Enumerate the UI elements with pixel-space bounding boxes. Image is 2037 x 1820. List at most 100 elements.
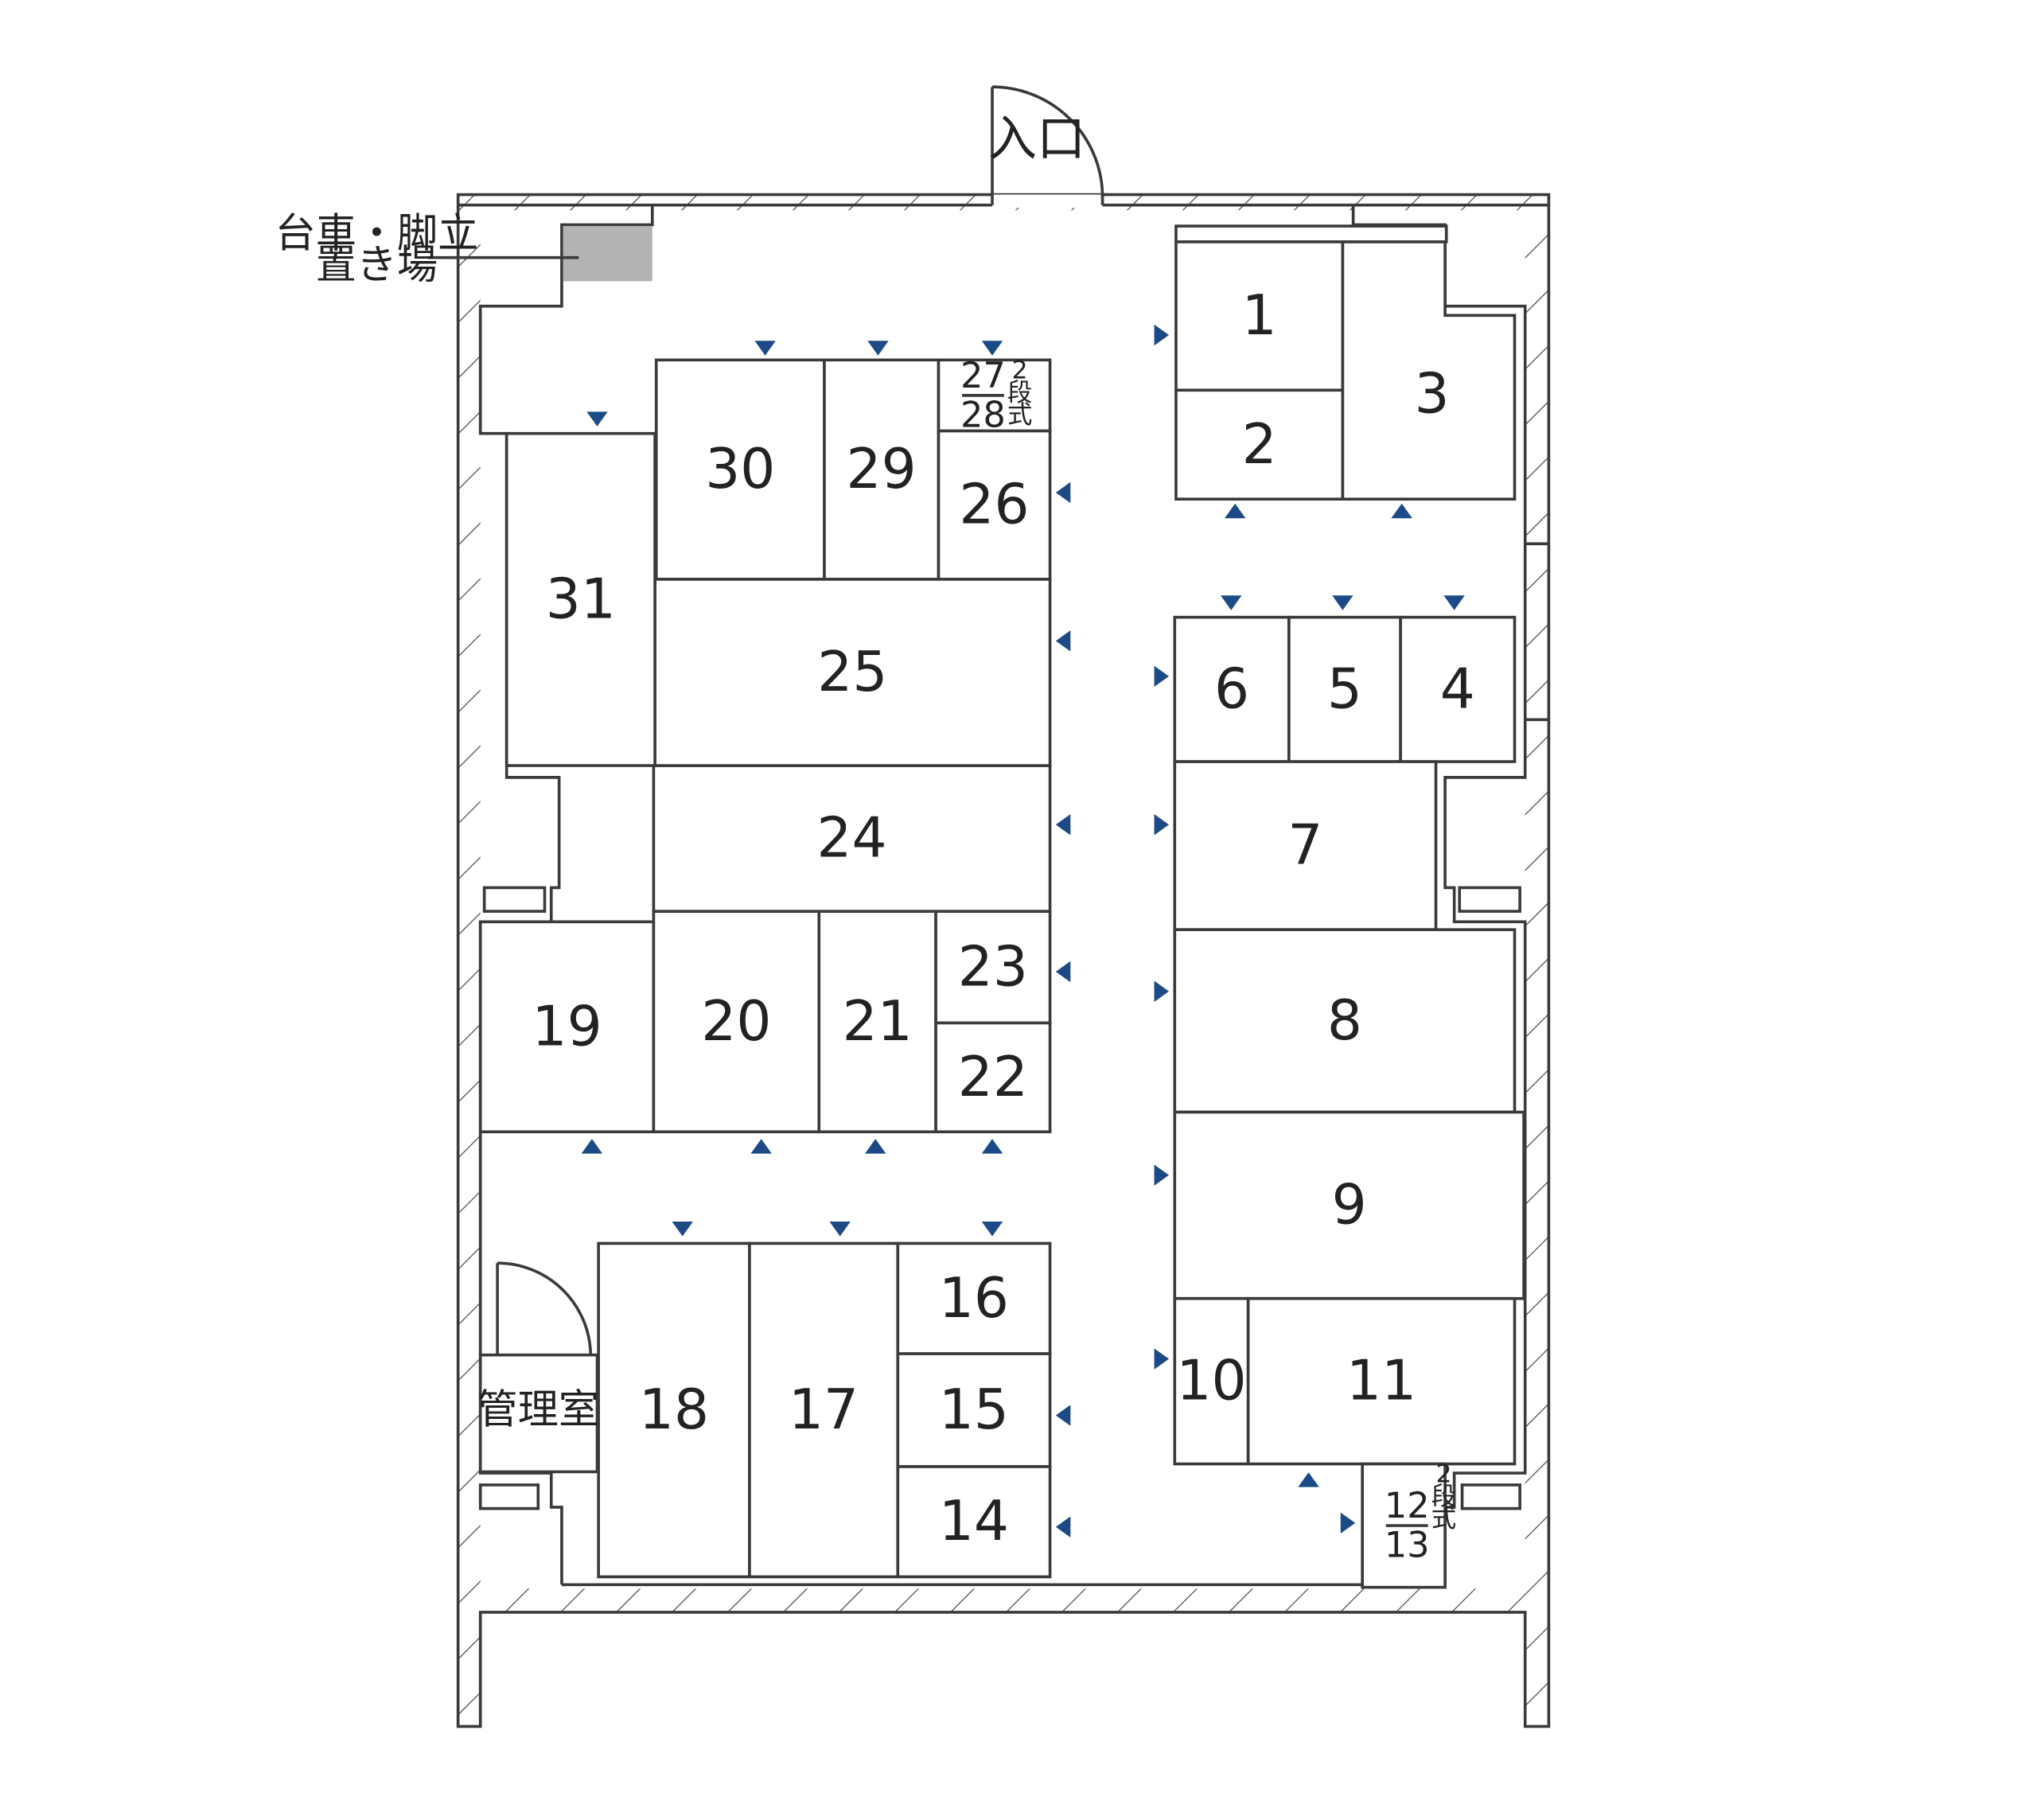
- storage-unit-4-box: [1399, 615, 1517, 763]
- left-wall-profile: [478, 205, 654, 1585]
- storage-unit-16-box: [896, 1241, 1052, 1355]
- storage-unit-9[interactable]: 9: [1173, 1110, 1525, 1300]
- storage-unit-5-number: 5: [1327, 657, 1362, 721]
- storage-unit-8[interactable]: 8: [1173, 928, 1517, 1114]
- storage-unit-18-number: 18: [639, 1378, 709, 1442]
- storage-unit-19-box: [478, 920, 656, 1134]
- storage-unit-24[interactable]: 24: [652, 764, 1052, 913]
- storage-unit-5[interactable]: 5: [1287, 615, 1402, 763]
- right-column-lower: [1460, 1483, 1521, 1510]
- storage-unit-26-number: 26: [959, 474, 1029, 537]
- storage-unit-19[interactable]: 19: [478, 920, 656, 1134]
- left-column-lower: [478, 1483, 540, 1510]
- storage-unit-18-box: [597, 1241, 751, 1579]
- storage-unit-6[interactable]: 6: [1173, 615, 1291, 763]
- storage-unit-10-box: [1173, 1296, 1250, 1466]
- storage-unit-7-number: 7: [1287, 814, 1322, 878]
- access-arrow-icon: [981, 341, 1003, 356]
- storage-unit-14[interactable]: 14: [896, 1465, 1052, 1579]
- storage-unit-29[interactable]: 29: [823, 358, 941, 581]
- storage-unit-20-number: 20: [701, 990, 771, 1054]
- access-arrows: [581, 324, 1465, 1537]
- top-right-strip: [1174, 224, 1448, 244]
- storage-unit-12-13-bottom-number: 13: [1385, 1525, 1430, 1566]
- cart-storage-label-line2: 置き場: [316, 242, 438, 289]
- entrance-door-swing: [992, 85, 1104, 197]
- storage-unit-1-box: [1174, 240, 1345, 392]
- storage-unit-10-number: 10: [1176, 1350, 1246, 1413]
- access-arrow-icon: [586, 411, 608, 427]
- storage-unit-2[interactable]: 2: [1174, 388, 1345, 501]
- storage-unit-29-number: 29: [847, 438, 917, 501]
- access-arrow-icon: [1154, 814, 1170, 836]
- storage-unit-11[interactable]: 11: [1246, 1296, 1517, 1466]
- storage-unit-26-box: [937, 429, 1052, 581]
- storage-unit-17-number: 17: [789, 1378, 859, 1442]
- access-arrow-icon: [1055, 1516, 1071, 1537]
- building-walls: [456, 193, 1551, 1728]
- access-arrow-icon: [1055, 481, 1071, 504]
- storage-unit-3[interactable]: 3: [1341, 240, 1517, 501]
- storage-unit-22-box: [934, 1021, 1052, 1134]
- office-room: [478, 1353, 599, 1474]
- storage-unit-18[interactable]: 18: [597, 1241, 751, 1579]
- storage-unit-11-box: [1246, 1296, 1517, 1466]
- storage-unit-2-box: [1174, 388, 1345, 501]
- left-column-upper: [482, 886, 547, 913]
- entrance-label: 入口: [988, 111, 1085, 167]
- storage-unit-10[interactable]: 10: [1173, 1296, 1250, 1466]
- storage-unit-12-13-top-number: 12: [1385, 1485, 1430, 1526]
- storage-unit-1[interactable]: 1: [1174, 240, 1345, 392]
- storage-unit-26[interactable]: 26: [937, 429, 1052, 581]
- storage-unit-9-box: [1173, 1110, 1525, 1300]
- storage-unit-24-box: [652, 764, 1052, 913]
- storage-unit-27-28-bottom-number: 28: [960, 394, 1006, 435]
- storage-unit-14-number: 14: [939, 1490, 1009, 1553]
- access-arrow-icon: [1224, 503, 1246, 519]
- storage-unit-1-number: 1: [1242, 284, 1277, 348]
- storage-unit-16[interactable]: 16: [896, 1241, 1052, 1355]
- cart-storage-area: [563, 226, 652, 282]
- access-arrow-icon: [1443, 595, 1465, 610]
- access-arrow-icon: [750, 1139, 772, 1154]
- storage-unit-30-number: 30: [705, 438, 775, 501]
- access-arrow-icon: [1340, 1512, 1356, 1534]
- storage-unit-22[interactable]: 22: [934, 1021, 1052, 1134]
- storage-unit-21[interactable]: 21: [817, 910, 937, 1134]
- office-door-swing: [497, 1261, 593, 1355]
- office-label: 管理室: [477, 1386, 599, 1433]
- storage-unit-8-number: 8: [1327, 989, 1362, 1053]
- storage-unit-4[interactable]: 4: [1399, 615, 1517, 763]
- access-arrow-icon: [1391, 503, 1412, 519]
- office[interactable]: 管理室: [477, 1261, 599, 1474]
- storage-unit-25-number: 25: [817, 641, 887, 704]
- storage-unit-7-box: [1173, 760, 1438, 932]
- storage-unit-30-box: [654, 358, 826, 581]
- storage-unit-31[interactable]: 31: [504, 431, 656, 767]
- access-arrow-icon: [981, 1222, 1003, 1237]
- access-arrow-icon: [981, 1139, 1003, 1154]
- cart-storage: 台車・脚立 置き場: [275, 210, 652, 289]
- access-arrow-icon: [1055, 630, 1071, 652]
- access-arrow-icon: [581, 1139, 603, 1154]
- storage-unit-15[interactable]: 15: [896, 1352, 1052, 1468]
- access-arrow-icon: [1154, 1164, 1170, 1186]
- storage-unit-25[interactable]: 25: [653, 577, 1052, 767]
- entrance-door[interactable]: 入口: [988, 85, 1104, 208]
- storage-unit-30[interactable]: 30: [654, 358, 826, 581]
- storage-unit-8-box: [1173, 928, 1517, 1114]
- access-arrow-icon: [1298, 1472, 1319, 1487]
- storage-unit-6-box: [1173, 615, 1291, 763]
- storage-unit-7[interactable]: 7: [1173, 760, 1438, 932]
- storage-unit-24-number: 24: [816, 807, 886, 871]
- storage-unit-23-number: 23: [958, 935, 1028, 999]
- storage-unit-20[interactable]: 20: [652, 910, 821, 1134]
- storage-unit-6-number: 6: [1214, 657, 1249, 721]
- storage-unit-23[interactable]: 23: [934, 910, 1052, 1025]
- storage-unit-17[interactable]: 17: [748, 1241, 900, 1579]
